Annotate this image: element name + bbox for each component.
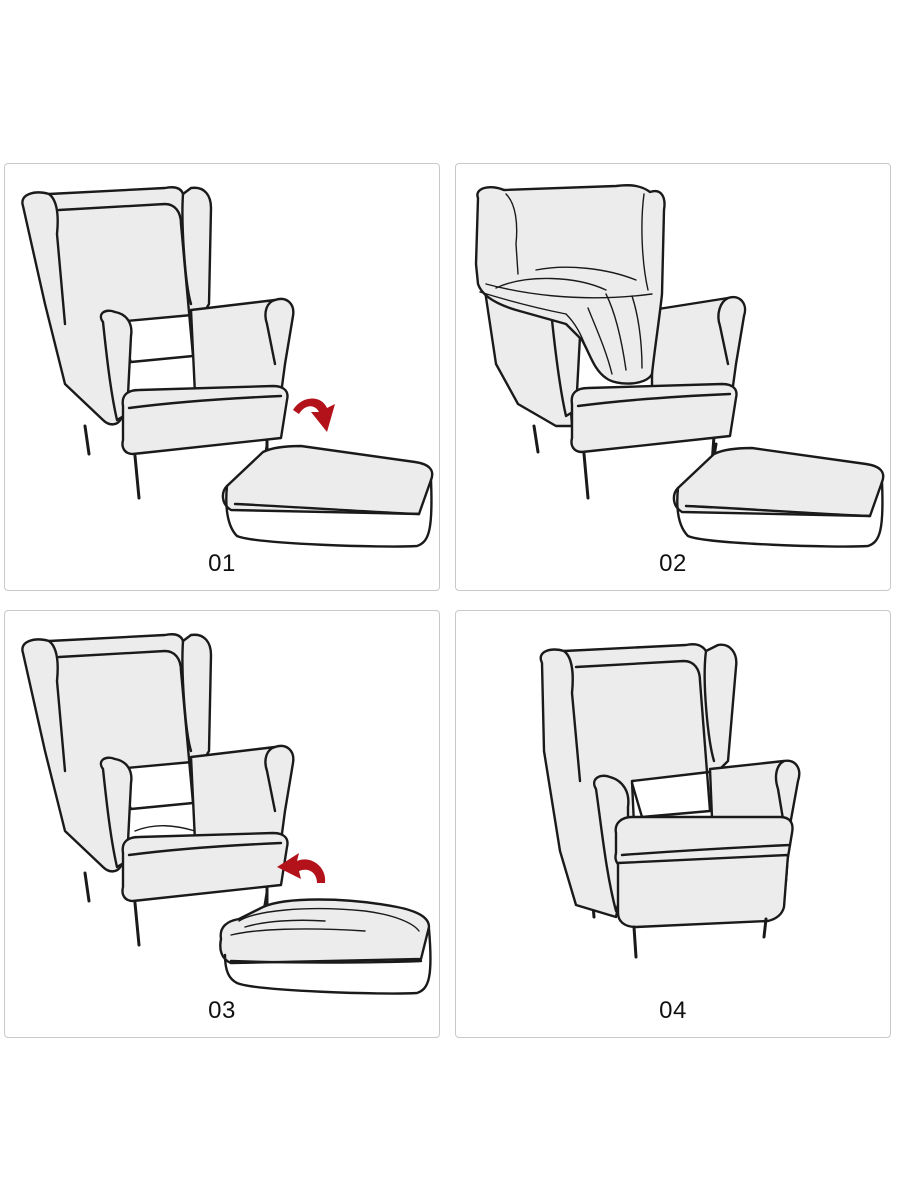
step-label-02: 02 (659, 550, 687, 577)
curved-arrow-icon (293, 398, 335, 432)
curved-arrow-icon (277, 853, 326, 883)
seat-cushion-icon (219, 898, 432, 995)
seat-cushion-icon (221, 444, 434, 548)
wingback-chair-icon (21, 186, 295, 500)
step-panel-02: 02 (455, 163, 891, 591)
wingback-chair-icon (21, 633, 295, 947)
step-label-03: 03 (208, 997, 236, 1024)
step-label-01: 01 (208, 550, 236, 577)
step-panel-04: 04 (455, 610, 891, 1038)
seat-cushion-icon (672, 446, 885, 548)
step-label-04: 04 (659, 997, 687, 1024)
step-panel-03: 03 (4, 610, 440, 1038)
wingback-chair-icon (474, 184, 747, 500)
wingback-chair-icon (539, 643, 801, 959)
step-panel-01: 01 (4, 163, 440, 591)
